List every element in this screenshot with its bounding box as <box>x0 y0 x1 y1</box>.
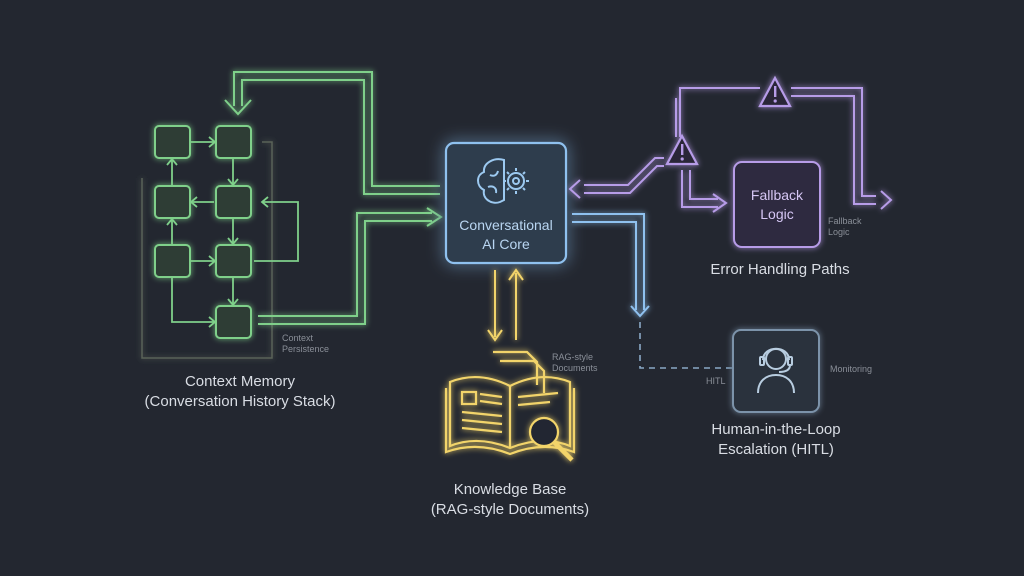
knowledge-title: Knowledge Base (RAG-style Documents) <box>400 480 620 520</box>
memory-core-links <box>224 71 443 325</box>
memory-node <box>154 244 191 278</box>
fallback-note-line2: Logic <box>828 227 850 237</box>
error-loop <box>681 170 718 208</box>
hitl-dashed-link <box>639 322 732 369</box>
core-to-hitl-arrow <box>572 213 645 310</box>
brain-gear-icon <box>477 158 529 204</box>
memory-node <box>154 185 191 219</box>
memory-title: Context Memory (Conversation History Sta… <box>120 372 360 412</box>
knowledge-note: RAG-style Documents <box>552 352 598 374</box>
knowledge-title-line1: Knowledge Base <box>453 481 567 498</box>
knowledge-title-line2: (RAG-style Documents) <box>430 501 590 518</box>
core-title-line1: Conversational <box>459 217 553 233</box>
fallback-label-line1: Fallback <box>750 187 804 203</box>
error-title: Error Handling Paths <box>710 261 850 278</box>
knowledge-note-line1: RAG-style <box>552 352 594 362</box>
fallback-label: Fallback Logic <box>734 186 820 224</box>
core-knowledge-links <box>487 268 524 342</box>
open-book-magnifier-icon <box>444 350 576 462</box>
hitl-title: Human-in-the-Loop Escalation (HITL) <box>666 420 886 460</box>
core-title-line2: AI Core <box>482 236 530 252</box>
hitl-left-note: HITL <box>706 376 726 386</box>
memory-node <box>215 185 252 219</box>
fallback-note: Fallback Logic <box>828 216 862 238</box>
memory-node <box>215 125 252 159</box>
warning-marks <box>680 86 777 161</box>
memory-node <box>215 305 252 339</box>
core-hitl-links <box>572 213 650 318</box>
headset-agent-icon <box>757 347 795 394</box>
memory-title-line1: Context Memory <box>184 373 296 390</box>
fallback-label-line2: Logic <box>760 206 794 222</box>
memory-stack <box>141 125 273 359</box>
core-to-memory-arrow <box>233 71 440 195</box>
core-box <box>444 141 568 265</box>
memory-stack-frame <box>141 141 273 359</box>
fallback-box <box>733 161 821 248</box>
warning-icon <box>665 75 792 166</box>
knowledge-note-line2: Documents <box>552 363 598 373</box>
memory-node <box>215 244 252 278</box>
memory-title-line2: (Conversation History Stack) <box>144 393 336 410</box>
fallback-note-line1: Fallback <box>828 216 862 226</box>
memory-to-core-arrow <box>258 212 432 325</box>
memory-stack-connectors <box>166 136 299 328</box>
memory-node <box>154 125 191 159</box>
hitl-title-line2: Escalation (HITL) <box>718 441 834 458</box>
memory-note-line2: Persistence <box>282 344 330 354</box>
memory-note-line1: Context <box>282 333 314 343</box>
core-error-links <box>568 87 893 213</box>
memory-note: Context Persistence <box>282 333 329 355</box>
error-to-core-arrow <box>584 157 664 194</box>
hitl-title-line1: Human-in-the-Loop <box>711 421 841 438</box>
core-label: Conversational AI Core <box>446 216 566 254</box>
hitl-right-note: Monitoring <box>830 364 873 374</box>
hitl-box <box>732 329 820 413</box>
